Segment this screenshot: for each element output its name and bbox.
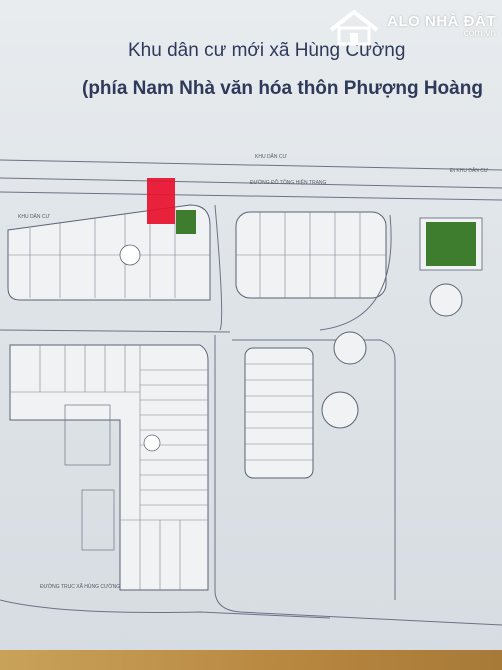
label-residential-left: KHU DÂN CƯ [18, 213, 51, 220]
block-top-left [7, 178, 211, 301]
watermark-name: ALO NHÀ ĐẤT [387, 13, 496, 30]
label-road-top: ĐƯỜNG ĐỖ TÔNG HIỆN TRANG [250, 178, 327, 186]
label-road-bottom: ĐƯỜNG TRỤC XÃ HÙNG CƯỜNG [40, 583, 120, 590]
curved-roads [0, 204, 502, 626]
label-residential-top: KHU DÂN CƯ [255, 153, 288, 160]
top-roads [0, 159, 502, 201]
highlighted-lot [147, 178, 175, 224]
photo-table-edge [0, 650, 502, 670]
watermark-domain: .com.vn [460, 28, 496, 39]
block-bottom-left [9, 344, 209, 591]
plan-title-line1: Khu dân cư mới xã Hùng Cường [128, 40, 406, 61]
label-to-residential: ĐI KHU DÂN CƯ [450, 167, 489, 174]
watermark-logo: ALO NHÀ ĐẤT .com.vn [327, 8, 496, 48]
house-icon [329, 10, 379, 46]
block-bottom-middle [244, 331, 367, 479]
block-top-right-green [419, 217, 483, 317]
plan-title-line2: (phía Nam Nhà văn hóa thôn Phượng Hoàng [82, 78, 483, 99]
block-top-middle [235, 211, 387, 299]
